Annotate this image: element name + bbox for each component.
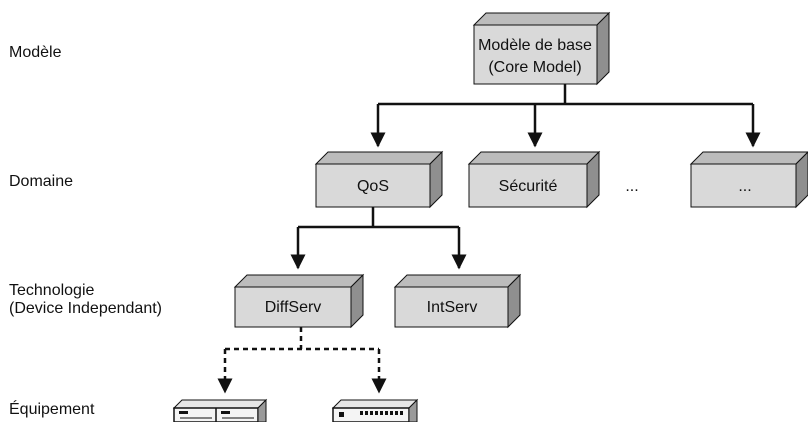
securite-label: Sécurité [499,178,558,195]
server-rack-icon [172,398,268,422]
domain-ellipsis: ... [625,178,638,195]
core-model-box: Modèle de base (Core Model) [472,11,611,86]
core-model-label-line2: (Core Model) [488,59,581,76]
core-connectors [370,84,761,148]
level-label-model: Modèle [9,44,62,61]
qos-connectors [290,207,467,270]
level-label-equipment: Équipement [9,401,95,418]
diffserv-box: DiffServ [233,273,365,329]
level-label-technology: Technologie (Device Independant) [9,282,162,317]
qos-label: QoS [357,178,389,195]
securite-box: Sécurité [467,150,601,209]
qos-box: QoS [314,150,444,209]
domain-more-label: ... [738,178,751,195]
level-label-domain: Domaine [9,173,74,190]
network-switch-icon [331,398,419,422]
core-model-label-line1: Modèle de base [478,37,592,54]
diffserv-dashed-connectors [217,327,387,394]
intserv-box: IntServ [393,273,522,329]
intserv-label: IntServ [427,299,478,316]
domain-more-box: ... [689,151,808,209]
diffserv-label: DiffServ [265,299,322,316]
